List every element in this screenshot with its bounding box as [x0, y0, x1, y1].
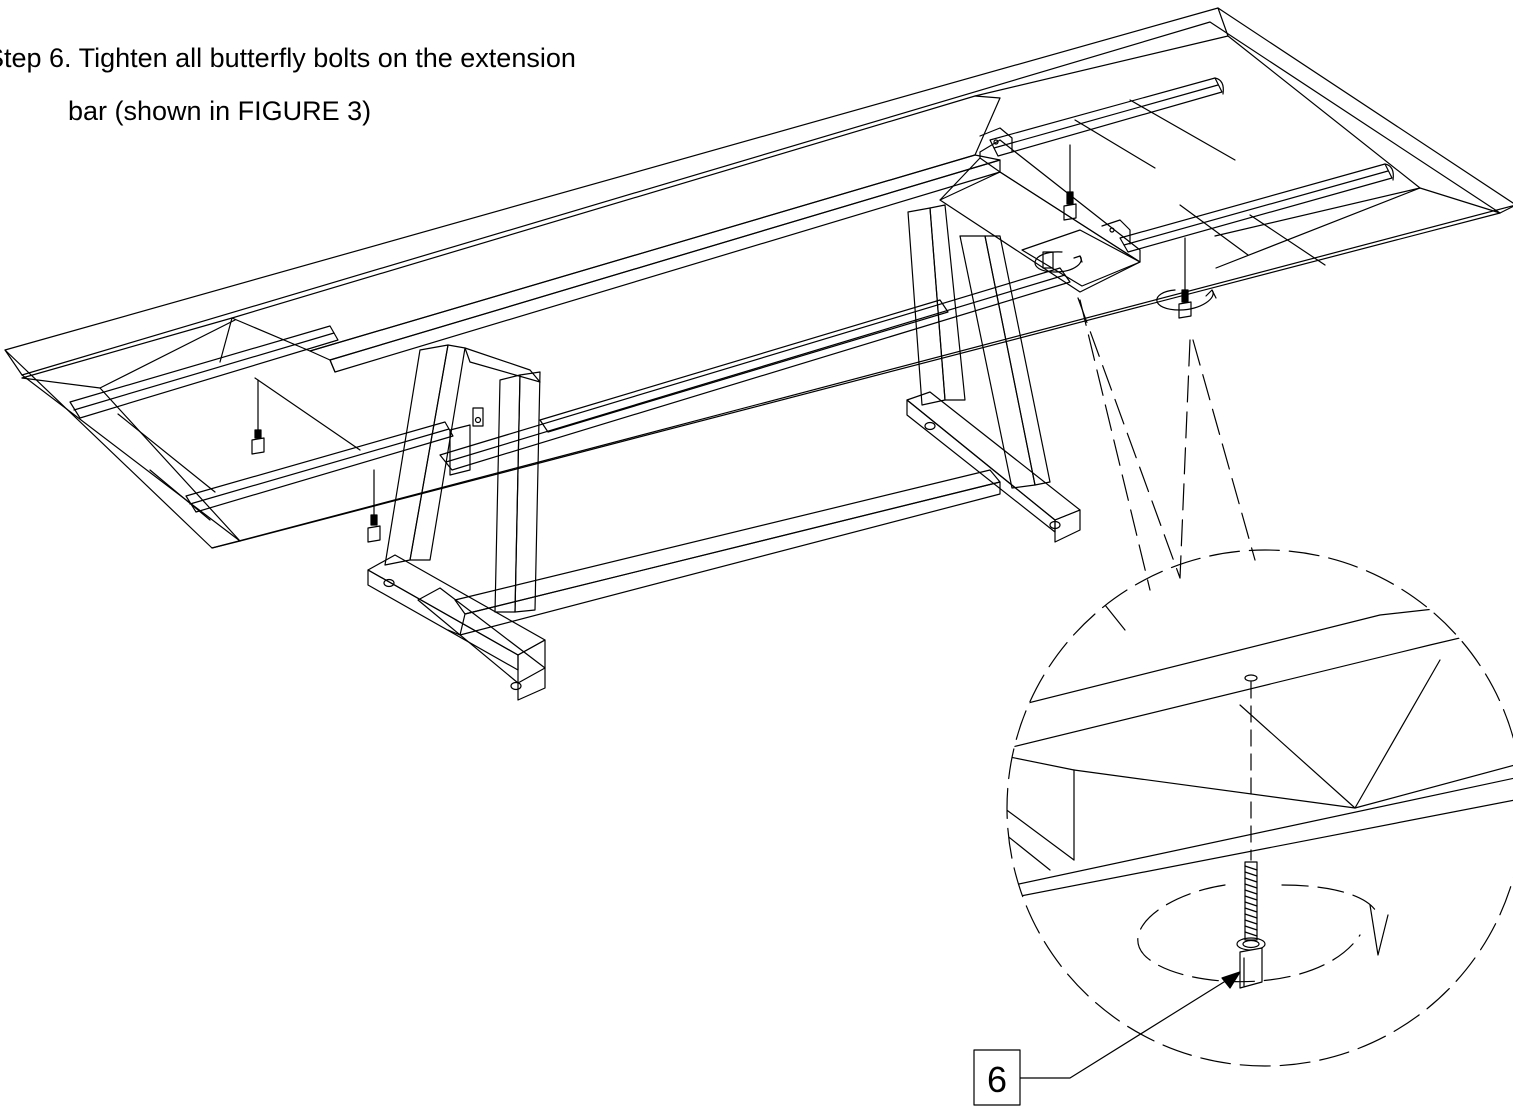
right-leg: [907, 205, 1080, 542]
butterfly-bolt-icon: [1237, 862, 1265, 988]
support-rails: [70, 78, 1393, 512]
left-leg: [368, 345, 1000, 700]
butterfly-bolt-icon: [252, 145, 1191, 542]
step-instruction-line-1: Step 6. Tighten all butterfly bolts on t…: [0, 43, 576, 73]
part-number-label: 6: [987, 1059, 1007, 1100]
detail-zoom-guides: [1078, 298, 1255, 590]
detail-view: [1000, 550, 1513, 1066]
extension-bar: [940, 128, 1140, 292]
part-callout: 6: [974, 972, 1240, 1105]
step-instruction-line-2: bar (shown in FIGURE 3): [68, 96, 372, 126]
rotation-arrow-icon: [1138, 885, 1388, 982]
rotation-arrow-icon: [1035, 252, 1216, 310]
table-top: [5, 8, 1513, 548]
